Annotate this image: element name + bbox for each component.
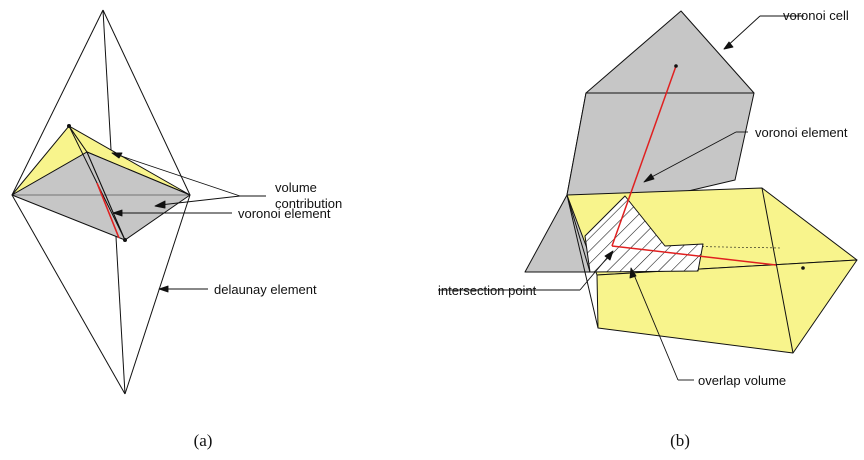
overlap-volume-label: overlap volume	[698, 373, 786, 388]
voronoi-element-lines-b	[611, 65, 777, 266]
vertex-dot-top	[67, 124, 71, 128]
caption-a: (a)	[194, 431, 213, 450]
voronoi-element-label-b: voronoi element	[755, 125, 848, 140]
voronoi-element-label-a: voronoi element	[238, 206, 331, 221]
volume-contribution-label-line2: contribution	[275, 196, 342, 211]
intersection-point-label: intersection point	[438, 283, 537, 298]
element-dot-b	[801, 266, 805, 270]
voronoi-cell-label: voronoi cell	[783, 8, 849, 23]
panel-a: volume contribution voronoi element dela…	[11, 9, 342, 450]
delaunay-element-label: delaunay element	[214, 282, 317, 297]
leaders-a	[111, 152, 266, 293]
voronoi-element-line-a	[96, 182, 120, 239]
caption-b: (b)	[670, 431, 690, 450]
leaders-b	[438, 15, 804, 381]
volume-contribution-label-line1: volume	[275, 180, 317, 195]
vertex-dot-bottom	[123, 238, 127, 242]
panel-b: voronoi cell voronoi element intersectio…	[438, 8, 858, 450]
yellow-front-face	[596, 259, 858, 354]
cell-center-dot	[674, 64, 678, 68]
gray-face-right	[86, 151, 191, 241]
